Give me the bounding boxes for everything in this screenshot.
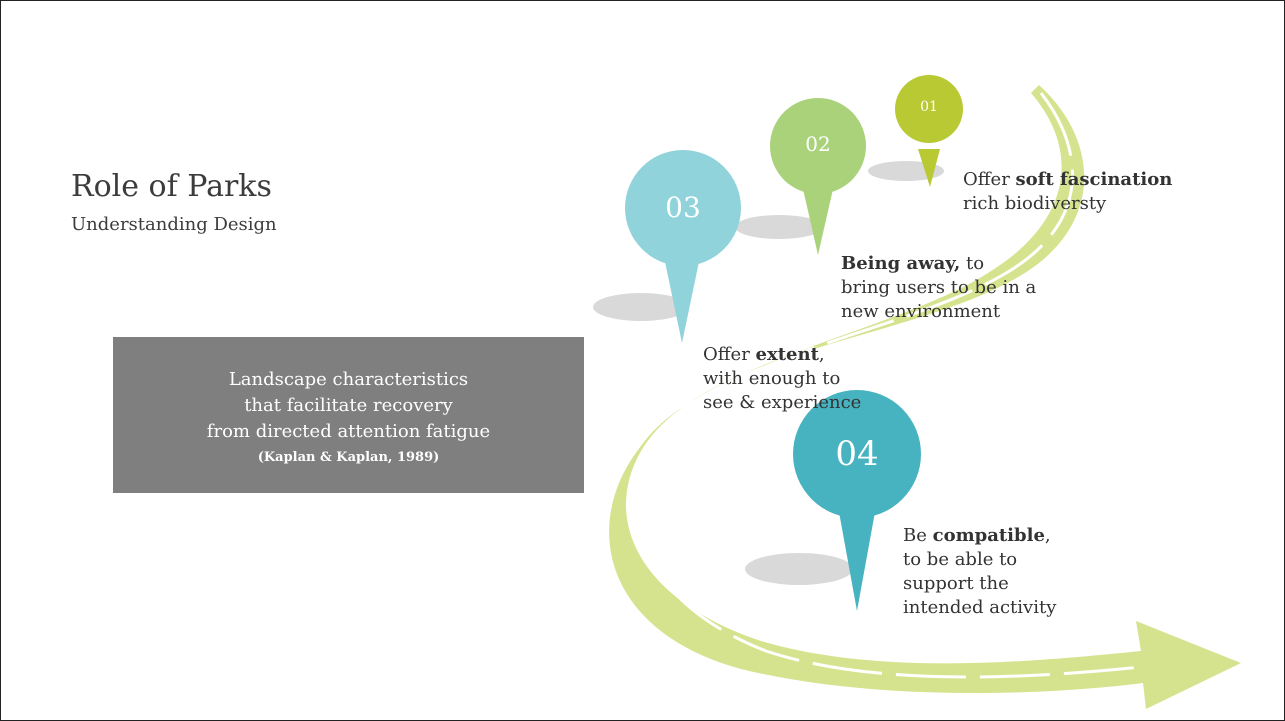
caption-02-post: to [960, 253, 985, 274]
caption-04: Be compatible, to be able to support the… [903, 524, 1056, 620]
info-box-citation: (Kaplan & Kaplan, 1989) [257, 450, 440, 465]
pin-02-number: 02 [805, 132, 831, 156]
pin-01 [895, 75, 963, 187]
caption-01-bold: soft fascination [1015, 169, 1173, 190]
pin-03-number: 03 [665, 191, 701, 224]
caption-04-line2: to be able to [903, 549, 1018, 570]
info-box-line-3: from directed attention fatigue [206, 421, 491, 442]
pin-02 [770, 98, 866, 255]
caption-02-line2: bring users to be in a [841, 277, 1037, 298]
caption-04-line4: intended activity [903, 597, 1057, 618]
caption-02-bold: Being away, [841, 253, 961, 274]
pin-shadow-04 [745, 553, 853, 585]
caption-04-pre: Be [903, 525, 933, 546]
caption-02-line3: new environment [841, 301, 1001, 322]
slide-subtitle: Understanding Design [71, 214, 277, 235]
caption-04-bold: compatible [932, 525, 1045, 546]
caption-03-pre: Offer [703, 344, 756, 365]
info-box-line-1: Landscape characteristics [228, 369, 469, 390]
slide-title: Role of Parks [71, 169, 272, 204]
pin-04-number: 04 [835, 434, 879, 474]
caption-03-post: , [818, 344, 825, 365]
caption-01-pre: Offer [963, 169, 1016, 190]
caption-03-line3: see & experience [703, 392, 862, 413]
caption-04-post: , [1044, 525, 1051, 546]
pin-01-number: 01 [920, 99, 938, 115]
caption-03-bold: extent [755, 344, 819, 365]
pin-shadow-03 [593, 293, 689, 321]
pin-04 [793, 390, 921, 611]
caption-03-line2: with enough to [703, 368, 841, 389]
caption-04-line3: support the [903, 573, 1009, 594]
caption-01: Offer soft fascination rich biodiversty [963, 168, 1172, 216]
road-lane-line [638, 92, 1142, 679]
caption-01-line2: rich biodiversty [963, 193, 1107, 214]
caption-03: Offer extent, with enough to see & exper… [703, 343, 861, 415]
info-box: Landscape characteristics that facilitat… [113, 337, 584, 493]
info-box-line-2: that facilitate recovery [244, 395, 453, 416]
pin-shadow-02 [735, 215, 823, 239]
caption-02: Being away, to bring users to be in a ne… [841, 252, 1036, 324]
road-body [609, 85, 1241, 709]
pin-03 [625, 150, 741, 343]
